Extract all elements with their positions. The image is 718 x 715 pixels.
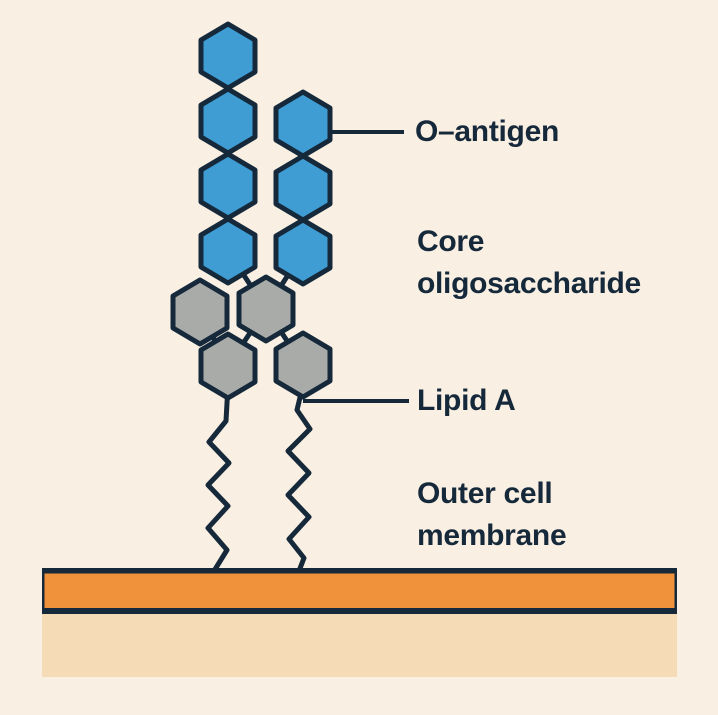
o-antigen-hexagon — [198, 86, 258, 156]
o-antigen-hexagon — [198, 151, 258, 221]
sugar-units — [170, 21, 333, 401]
lipid-tail-right — [285, 382, 313, 574]
label-outer-cell-membrane: Outer cell membrane — [417, 477, 567, 552]
o-antigen-hexagon — [273, 153, 333, 223]
core-hexagon — [170, 277, 230, 347]
o-antigen-hexagon — [198, 21, 258, 91]
core-hexagon — [273, 330, 333, 400]
lipid-tail-left — [205, 382, 232, 574]
o-antigen-hexagon — [273, 89, 333, 159]
membrane-inner-band — [42, 614, 677, 677]
label-lipid-a: Lipid A — [417, 384, 516, 417]
core-hexagon — [236, 274, 296, 344]
label-core-oligosaccharide: Core oligosaccharide — [417, 225, 641, 300]
o-antigen-hexagon — [273, 217, 333, 287]
membrane-outer-band — [44, 573, 675, 608]
o-antigen-hexagon — [198, 216, 258, 286]
label-o-antigen: O–antigen — [415, 115, 559, 148]
core-hexagon — [198, 331, 258, 401]
